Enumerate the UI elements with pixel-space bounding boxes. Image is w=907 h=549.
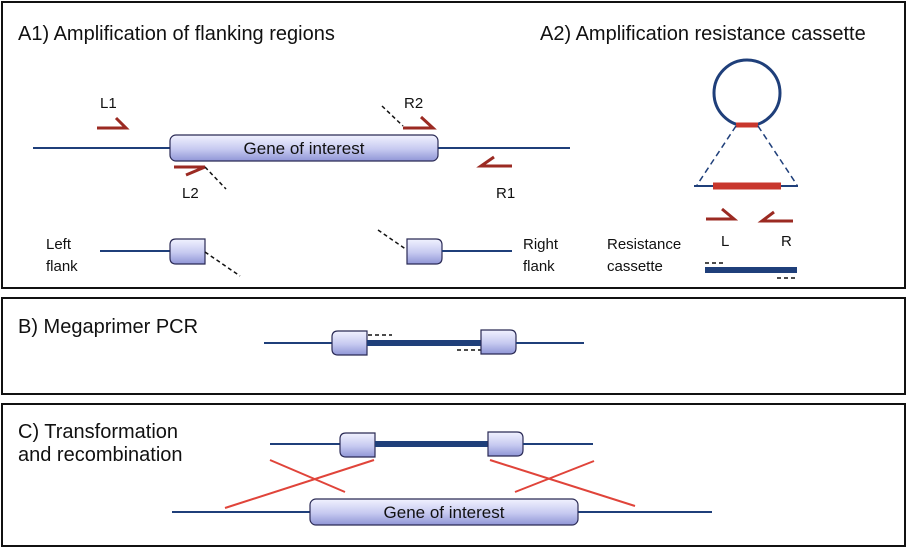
primer-r2-label: R2 xyxy=(404,95,423,112)
right-flank-label-2: flank xyxy=(523,258,555,275)
b-right-flank-box xyxy=(480,329,517,355)
primer-l2-arrow xyxy=(174,165,206,177)
c-right-flank-box xyxy=(487,431,524,457)
crossover-right-2 xyxy=(514,460,595,493)
primer-r2-arrow xyxy=(403,115,437,130)
panel-c-title-line1: C) Transformation xyxy=(18,421,178,443)
plasmid-circle xyxy=(712,58,782,128)
panel-c-title-line2: and recombination xyxy=(18,444,183,466)
primer-r2-tail xyxy=(381,105,404,127)
resistance-label-2: cassette xyxy=(607,258,663,275)
left-flank-tail xyxy=(204,251,241,277)
crossover-left-2 xyxy=(224,459,375,509)
panel-b-title: B) Megaprimer PCR xyxy=(18,316,198,338)
right-flank-box xyxy=(406,238,443,265)
c-gene-label: Gene of interest xyxy=(384,503,505,522)
left-flank-label-1: Left xyxy=(46,236,72,253)
panel-c-frame xyxy=(1,403,906,547)
primer-l-label: L xyxy=(721,233,729,250)
panel-a1-title: A1) Amplification of flanking regions xyxy=(18,23,335,45)
c-gene-box xyxy=(309,498,579,526)
primer-r1-arrow xyxy=(476,155,512,168)
b-left-flank-box xyxy=(331,330,368,356)
crossover-left-1 xyxy=(269,459,346,493)
a1-gene-box xyxy=(169,134,439,162)
c-left-flank-box xyxy=(339,432,376,458)
panel-b-frame xyxy=(1,297,906,395)
a1-gene-label: Gene of interest xyxy=(244,139,365,158)
left-flank-box xyxy=(169,238,206,265)
right-flank-label-1: Right xyxy=(523,236,559,253)
primer-l1-arrow xyxy=(97,116,130,130)
zoom-line-right xyxy=(757,125,798,186)
panel-a2-title: A2) Amplification resistance cassette xyxy=(540,23,866,45)
primer-l2-tail xyxy=(204,166,227,190)
zoom-line-left xyxy=(696,125,737,186)
left-flank-label-2: flank xyxy=(46,258,78,275)
primer-l2-label: L2 xyxy=(182,185,199,202)
resistance-label-1: Resistance xyxy=(607,236,681,253)
primer-l-arrow xyxy=(706,207,739,221)
primer-r1-label: R1 xyxy=(496,185,515,202)
panel-a-frame xyxy=(1,1,906,289)
crossover-right-1 xyxy=(489,459,636,507)
primer-r-label: R xyxy=(781,233,792,250)
primer-r-arrow xyxy=(757,210,793,223)
right-flank-tail xyxy=(377,229,408,251)
primer-l1-label: L1 xyxy=(100,95,117,112)
